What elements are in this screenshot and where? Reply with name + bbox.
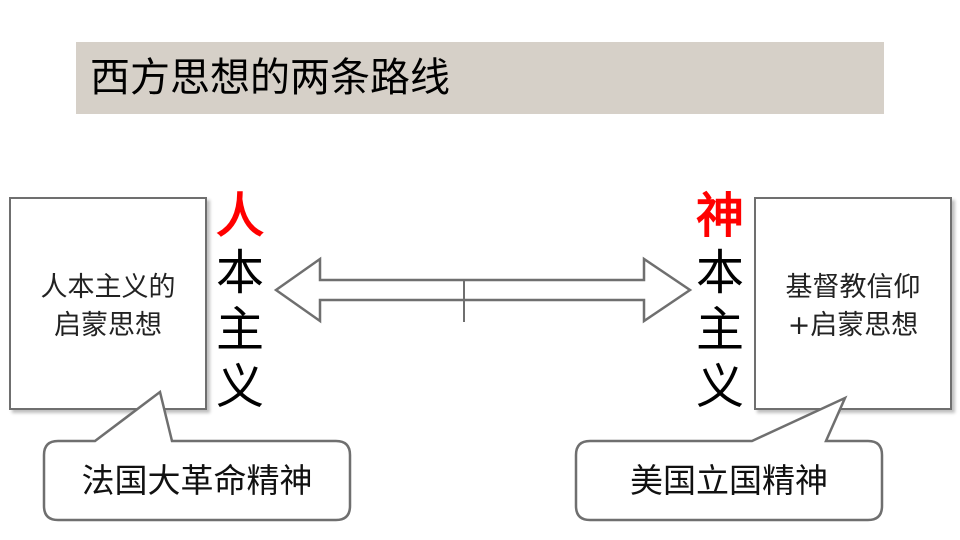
left-box-line-2: 启蒙思想	[54, 310, 162, 341]
page-title: 西方思想的两条路线	[90, 55, 450, 101]
title-bar: 西方思想的两条路线	[76, 42, 884, 114]
right-vertical-char-1: 本	[695, 245, 744, 301]
right-box-line-1: 基督教信仰	[785, 272, 921, 303]
left-vertical-char-2: 主	[215, 302, 264, 358]
right-vertical-char-3: 义	[695, 359, 744, 415]
right-vertical-label: 神 本 主 义	[694, 188, 746, 416]
left-vertical-char-1: 本	[215, 245, 264, 301]
left-box-text: 人本主义的 启蒙思想	[11, 269, 205, 345]
right-callout-bubble	[574, 395, 884, 522]
left-vertical-highlight: 人	[215, 188, 264, 244]
left-vertical-char-3: 义	[215, 359, 264, 415]
right-vertical-char-2: 主	[695, 302, 744, 358]
right-vertical-highlight: 神	[695, 188, 744, 244]
left-box-line-1: 人本主义的	[40, 272, 176, 303]
left-concept-box: 人本主义的 启蒙思想	[9, 197, 207, 410]
double-arrow	[273, 256, 693, 324]
right-callout-text: 美国立国精神	[630, 461, 828, 500]
right-concept-box: 基督教信仰 +启蒙思想	[754, 197, 952, 410]
left-callout-bubble	[42, 389, 352, 522]
right-box-line-2: +启蒙思想	[787, 310, 919, 341]
right-box-text: 基督教信仰 +启蒙思想	[756, 269, 950, 345]
left-vertical-label: 人 本 主 义	[214, 188, 266, 416]
left-callout-text: 法国大革命精神	[81, 461, 313, 500]
